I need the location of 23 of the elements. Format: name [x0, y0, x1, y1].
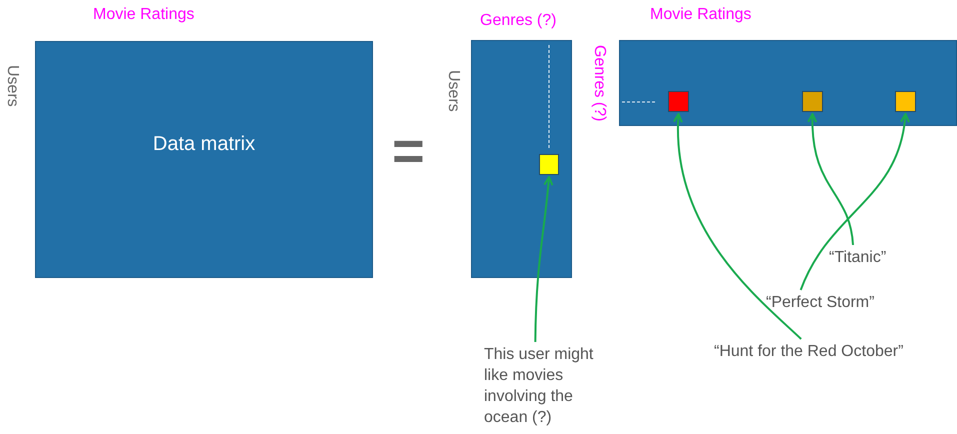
- axis-title: Movie Ratings: [93, 6, 194, 24]
- movie-title: “Perfect Storm”: [766, 292, 874, 313]
- annotation-text: This user might like movies involving the ocean (?): [484, 344, 619, 428]
- matrix-entry-square: [668, 91, 689, 112]
- genre-movie-matrix: [619, 40, 957, 126]
- matrix-entry-square: [802, 91, 823, 112]
- equals-sign: =: [392, 118, 425, 183]
- axis-title: Movie Ratings: [650, 6, 752, 24]
- axis-title: Genres (?): [480, 12, 556, 30]
- matrix-entry-square: [895, 91, 916, 112]
- axis-title: Users: [3, 65, 21, 107]
- leader-arrow: [673, 113, 802, 340]
- movie-title: “Titanic”: [829, 247, 886, 268]
- axis-title: Users: [444, 70, 462, 112]
- leader-arrow: [534, 176, 554, 342]
- movie-title: “Hunt for the Red October”: [714, 341, 904, 362]
- user-genre-matrix: [471, 40, 572, 278]
- data-matrix-box: [35, 41, 373, 278]
- leader-arrow: [800, 113, 910, 290]
- axis-title: Genres (?): [590, 45, 608, 122]
- leader-arrow: [808, 113, 854, 246]
- matrix-entry-square: [539, 154, 559, 175]
- matrix-label: Data matrix: [152, 133, 256, 156]
